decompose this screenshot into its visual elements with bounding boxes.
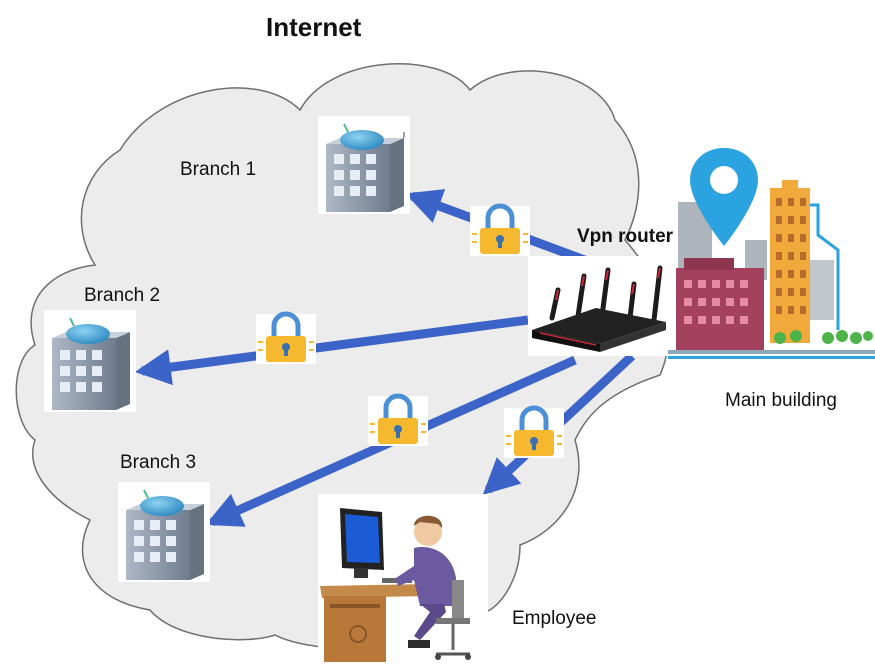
branch-building-icon bbox=[118, 482, 210, 582]
employee-icon bbox=[318, 494, 488, 664]
lock-icon bbox=[470, 203, 530, 256]
branch-1-label: Branch 1 bbox=[180, 159, 257, 180]
branch-3-label: Branch 3 bbox=[120, 452, 197, 473]
link-branch2 bbox=[134, 315, 529, 386]
branch-building-icon bbox=[44, 310, 136, 412]
main-building-label: Main building bbox=[725, 390, 837, 411]
main-building-icon bbox=[668, 148, 875, 365]
vpn-router-label: Vpn router bbox=[577, 226, 674, 247]
branch-building-icon bbox=[318, 116, 410, 214]
lock-icon bbox=[368, 393, 428, 446]
employee-label: Employee bbox=[512, 608, 597, 629]
vpn-router-icon bbox=[528, 256, 668, 356]
lock-icon bbox=[256, 311, 316, 364]
map-pin-icon bbox=[690, 148, 758, 246]
lock-icon bbox=[504, 405, 564, 458]
branch-2-label: Branch 2 bbox=[84, 285, 161, 306]
diagram-title: Internet bbox=[266, 12, 362, 42]
